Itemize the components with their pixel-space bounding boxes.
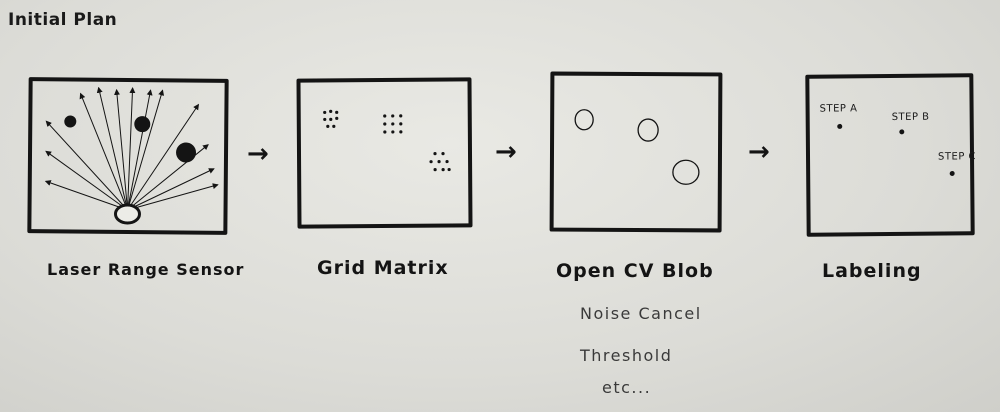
blob-circle <box>672 159 700 185</box>
obstacle-dot <box>64 115 77 128</box>
obstacle-dot <box>134 116 151 133</box>
obstacle-dot <box>176 142 197 163</box>
grid-points-illustration <box>323 109 451 172</box>
page-title: Initial Plan <box>8 10 118 30</box>
labeling-panel: STEP A STEP B STEP C <box>805 73 977 237</box>
flow-arrow-icon: → <box>247 139 269 169</box>
step-point <box>949 170 955 176</box>
labeling-label: Labeling <box>822 260 922 282</box>
laser-range-sensor-panel <box>27 77 229 235</box>
opencv-blob-label: Open CV Blob <box>556 260 714 282</box>
blob-circles-illustration <box>574 109 700 185</box>
laser-rays-illustration <box>44 86 219 225</box>
opencv-blob-panel <box>549 71 723 233</box>
flow-arrow-icon: → <box>748 137 770 167</box>
flow-arrow-icon: → <box>495 137 517 167</box>
note-noise-cancel: Noise Cancel <box>580 304 702 323</box>
step-c-label: STEP C <box>937 151 977 163</box>
step-point <box>837 123 843 129</box>
laser-range-sensor-label: Laser Range Sensor <box>47 260 245 279</box>
step-b-label: STEP B <box>891 111 930 123</box>
note-threshold: Threshold <box>580 346 673 365</box>
labeled-points-illustration <box>837 123 955 176</box>
sensor-icon <box>113 203 141 225</box>
grid-matrix-panel <box>296 77 473 229</box>
grid-matrix-label: Grid Matrix <box>317 257 449 279</box>
note-etc: etc... <box>602 378 652 397</box>
step-a-label: STEP A <box>819 103 858 115</box>
blob-circle <box>574 109 594 131</box>
blob-circle <box>637 118 659 142</box>
step-point <box>899 129 905 135</box>
